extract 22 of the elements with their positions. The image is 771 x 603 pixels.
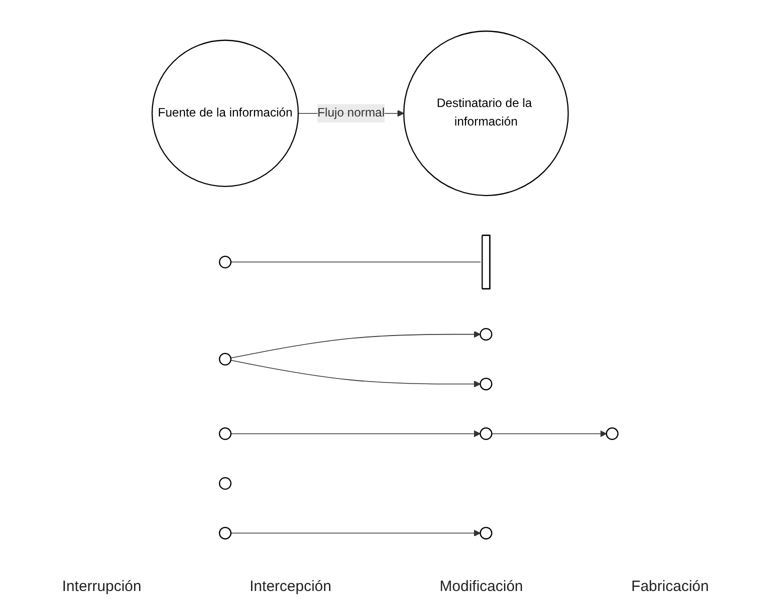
caption-text: Modificación	[440, 578, 524, 595]
node-circle	[480, 378, 493, 390]
node-circle	[219, 427, 232, 440]
arrow	[230, 360, 482, 388]
node-circle	[219, 256, 232, 268]
caption-text: Interrupción	[62, 578, 142, 595]
node-circle: Fuente de la información	[152, 40, 300, 187]
edge-label: Flujo normal	[318, 106, 386, 120]
arrow	[492, 430, 608, 438]
node-circle	[480, 328, 493, 341]
arrow	[230, 330, 482, 358]
node-circle	[219, 352, 232, 366]
caption-text: Intercepción	[250, 578, 332, 595]
node-circle	[480, 526, 493, 540]
node-circle	[219, 477, 232, 490]
arrow	[231, 430, 482, 438]
caption-text: Fabricación	[631, 578, 709, 595]
arrow	[231, 530, 482, 536]
node-circle	[606, 427, 619, 440]
node-circle: Destinatario de la información	[404, 30, 570, 196]
node-circle	[219, 526, 232, 540]
node-circle	[480, 427, 493, 440]
